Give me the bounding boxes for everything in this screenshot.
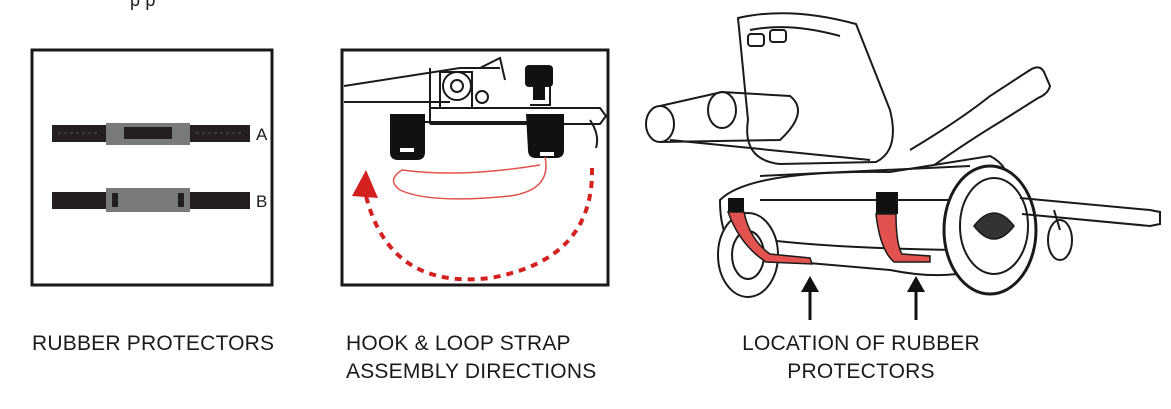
strap-assembly-caption-line2: ASSEMBLY DIRECTIONS	[346, 360, 597, 383]
label-a: A	[256, 125, 268, 144]
strap-bracket-left	[390, 114, 425, 160]
kart-frame-detail	[343, 56, 608, 149]
kart-seat	[736, 12, 894, 166]
strap-assembly-panel: HOOK & LOOP STRAP ASSEMBLY DIRECTIONS	[330, 0, 630, 409]
top-text-fragment: p p	[130, 0, 156, 10]
rubber-protector-b	[52, 188, 250, 212]
strap-assembly-caption-line1: HOOK & LOOP STRAP	[346, 332, 571, 355]
figure-frame	[30, 48, 274, 287]
knob	[525, 66, 553, 100]
rubber-protector-a	[52, 123, 250, 145]
hoverboard-wheel-right	[942, 164, 1038, 296]
hook-loop-strap	[392, 156, 547, 200]
strap-assembly-figure	[340, 48, 610, 287]
location-caption-line2: PROTECTORS	[787, 360, 935, 383]
rubber-protector-location-right	[875, 192, 931, 263]
location-panel: LOCATION OF RUBBER PROTECTORS	[630, 0, 1171, 409]
figure-frame	[340, 48, 610, 287]
kart-rear-extension	[1019, 197, 1161, 261]
direction-arrow-head	[352, 170, 378, 198]
location-caption-line1: LOCATION OF RUBBER	[742, 332, 980, 355]
direction-arrow-path	[364, 167, 595, 282]
kart-rear-handle	[909, 66, 1052, 169]
rubber-protectors-panel: A B RUBBER PROTECTORS	[0, 0, 300, 409]
kart-handlebars	[645, 90, 871, 161]
strap-bracket-right	[526, 114, 564, 158]
pointer-arrow-left	[801, 276, 819, 320]
hoverboard-kart-illustration	[645, 12, 1161, 320]
rubber-protector-location-left	[726, 198, 814, 265]
pointer-arrow-right	[907, 276, 925, 320]
rubber-protectors-figure: A B	[30, 48, 274, 287]
rubber-protectors-caption: RUBBER PROTECTORS	[32, 332, 275, 355]
label-b: B	[256, 192, 267, 211]
